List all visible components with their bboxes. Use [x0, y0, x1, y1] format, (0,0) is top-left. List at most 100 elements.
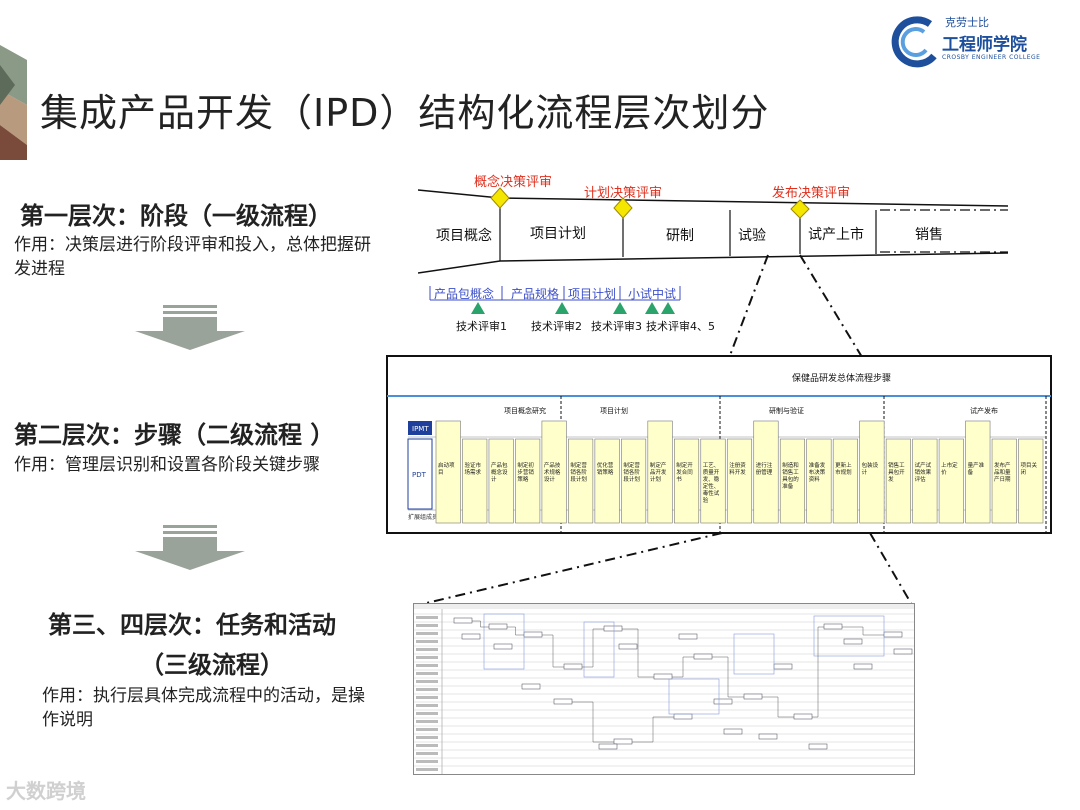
step-box — [938, 438, 964, 524]
step-label: 发布产品和量产日期 — [994, 461, 1011, 483]
sub-phase-label: 产品规格 — [511, 286, 559, 301]
step-section-label: 项目计划 — [600, 406, 628, 415]
row-label-text: PDT — [412, 471, 427, 479]
step-box — [832, 438, 858, 524]
phase-label: 项目计划 — [530, 226, 586, 242]
tech-review-triangle-icon — [661, 302, 675, 314]
step-box — [541, 420, 567, 524]
step-box — [515, 438, 541, 524]
review-label: 计划决策评审 — [584, 185, 662, 201]
step-label: 制定开发合同书 — [676, 461, 693, 483]
review-label: 发布决策评审 — [772, 185, 850, 201]
step-box — [621, 438, 647, 524]
step-label: 销售工具包开发 — [888, 461, 905, 483]
review-diamond-icon — [490, 187, 510, 209]
tech-review-label: 技术评审1 — [456, 319, 507, 333]
step-section-label: 试产发布 — [970, 406, 998, 415]
step-box — [965, 420, 991, 524]
step-box — [647, 420, 673, 524]
row-label-text: IPMT — [412, 425, 429, 433]
step-label: 制定营销各阶段计划 — [570, 461, 587, 483]
row-label-text: 扩展组成员 — [408, 513, 438, 521]
arrow-down-icon — [135, 305, 245, 350]
task-diagram — [413, 603, 915, 775]
tech-review-label: 技术评审4、5 — [646, 319, 715, 333]
sub-phase-label: 小试中试 — [628, 286, 676, 301]
step-label: 包装设计 — [862, 461, 879, 476]
step-label: 项目关闭 — [1021, 461, 1038, 476]
step-label: 注册资料开发 — [729, 461, 746, 476]
page-title: 集成产品开发（IPD）结构化流程层次划分 — [40, 91, 770, 135]
logo-small-text: 克劳士比 — [945, 16, 989, 29]
step-label: 产品包概念设计 — [491, 461, 508, 483]
sub-phase-label: 产品包概念 — [434, 286, 494, 301]
tech-review-triangle-icon — [555, 302, 569, 314]
review-diamond-icon — [613, 197, 633, 219]
sub-phase-label: 项目计划 — [568, 287, 616, 301]
step-label: 制定初步营销策略 — [517, 461, 534, 483]
step-box — [991, 438, 1017, 524]
tech-review-triangle-icon — [645, 302, 659, 314]
step-diagram: 保健品研发总体流程步骤 项目概念研究 项目计划 研制与验证 试产发布 IPMT … — [386, 355, 1052, 534]
step-label: 量产准备 — [968, 461, 985, 476]
step-box — [462, 438, 488, 524]
tech-review-label: 技术评审2 — [531, 319, 582, 333]
review-diamond-icon — [790, 199, 810, 219]
step-label: 验证市场需求 — [464, 461, 481, 476]
level3-title: 第三、四层次：任务和活动 — [48, 611, 336, 639]
logo-swirl-icon — [891, 16, 937, 68]
step-label: 试产试销效果评估 — [915, 461, 932, 483]
step-label: 制定营销各阶段计划 — [623, 461, 640, 483]
review-label: 概念决策评审 — [474, 174, 552, 190]
level2-desc: 作用：管理层识别和设置各阶段关键步骤 — [14, 455, 320, 475]
watermark: 大数跨境 — [6, 779, 86, 803]
step-box — [885, 438, 911, 524]
level3-title2: （三级流程） — [140, 651, 284, 679]
logo: 克劳士比 工程师学院 CROSBY ENGINEER COLLEGE — [890, 12, 1060, 72]
phase-label: 销售 — [915, 227, 943, 243]
row-label-ipmt — [408, 421, 432, 435]
phase-label: 试验 — [738, 228, 766, 244]
step-box — [859, 420, 885, 524]
step-label: 制定产品开发计划 — [650, 461, 667, 483]
phase-label: 试产上市 — [808, 226, 864, 243]
tech-review-label: 技术评审3 — [591, 319, 642, 333]
step-box — [488, 438, 514, 524]
step-box — [806, 438, 832, 524]
step-label: 优化营销策略 — [597, 461, 614, 476]
logo-english-text: CROSBY ENGINEER COLLEGE — [942, 54, 1041, 61]
step-box — [568, 438, 594, 524]
step-label: 工艺、质量开发、稳定性、毒性试验 — [703, 462, 720, 504]
step-box — [726, 438, 753, 524]
step-box — [594, 438, 620, 524]
step-box — [912, 438, 938, 524]
level1-title: 第一层次：阶段（一级流程） — [20, 202, 332, 230]
logo-main-text: 工程师学院 — [942, 35, 1027, 55]
step-label: 制造和销售工具包的准备 — [782, 461, 799, 490]
arrow-down-icon — [135, 525, 245, 570]
step-box — [674, 438, 700, 524]
phase-diagram: 项目概念 项目计划 研制 试验 试产上市 销售 概念决策评审 计划决策评审 发布… — [418, 174, 1008, 333]
level2-title: 第二层次：步骤（二级流程 ） — [14, 421, 335, 449]
level3-desc: 作用：执行层具体完成流程中的活动，是操作说明 — [42, 686, 365, 730]
step-label: 进行注册管理 — [756, 461, 773, 476]
step-box — [753, 420, 779, 524]
level1-desc: 作用：决策层进行阶段评审和投入，总体把握研发进程 — [14, 235, 371, 279]
step-label: 上市定价 — [941, 461, 958, 476]
phase-label: 项目概念 — [436, 227, 492, 244]
step-box — [779, 438, 805, 524]
phase-label: 研制 — [666, 228, 694, 244]
step-box — [435, 420, 461, 524]
step-box — [1018, 438, 1044, 524]
step-box — [700, 438, 726, 524]
tech-review-triangle-icon — [613, 302, 627, 314]
step-diagram-title: 保健品研发总体流程步骤 — [792, 372, 891, 384]
step-label: 准备发布决策资料 — [809, 461, 826, 483]
corner-decoration — [0, 45, 27, 160]
task-diagram-canvas — [414, 604, 914, 774]
step-section-label: 项目概念研究 — [504, 406, 546, 415]
step-label: 更新上市规划 — [835, 461, 852, 476]
step-label: 产品技术规格设计 — [544, 461, 561, 483]
tech-review-triangle-icon — [471, 302, 485, 314]
step-label: 启动项目 — [438, 461, 455, 476]
